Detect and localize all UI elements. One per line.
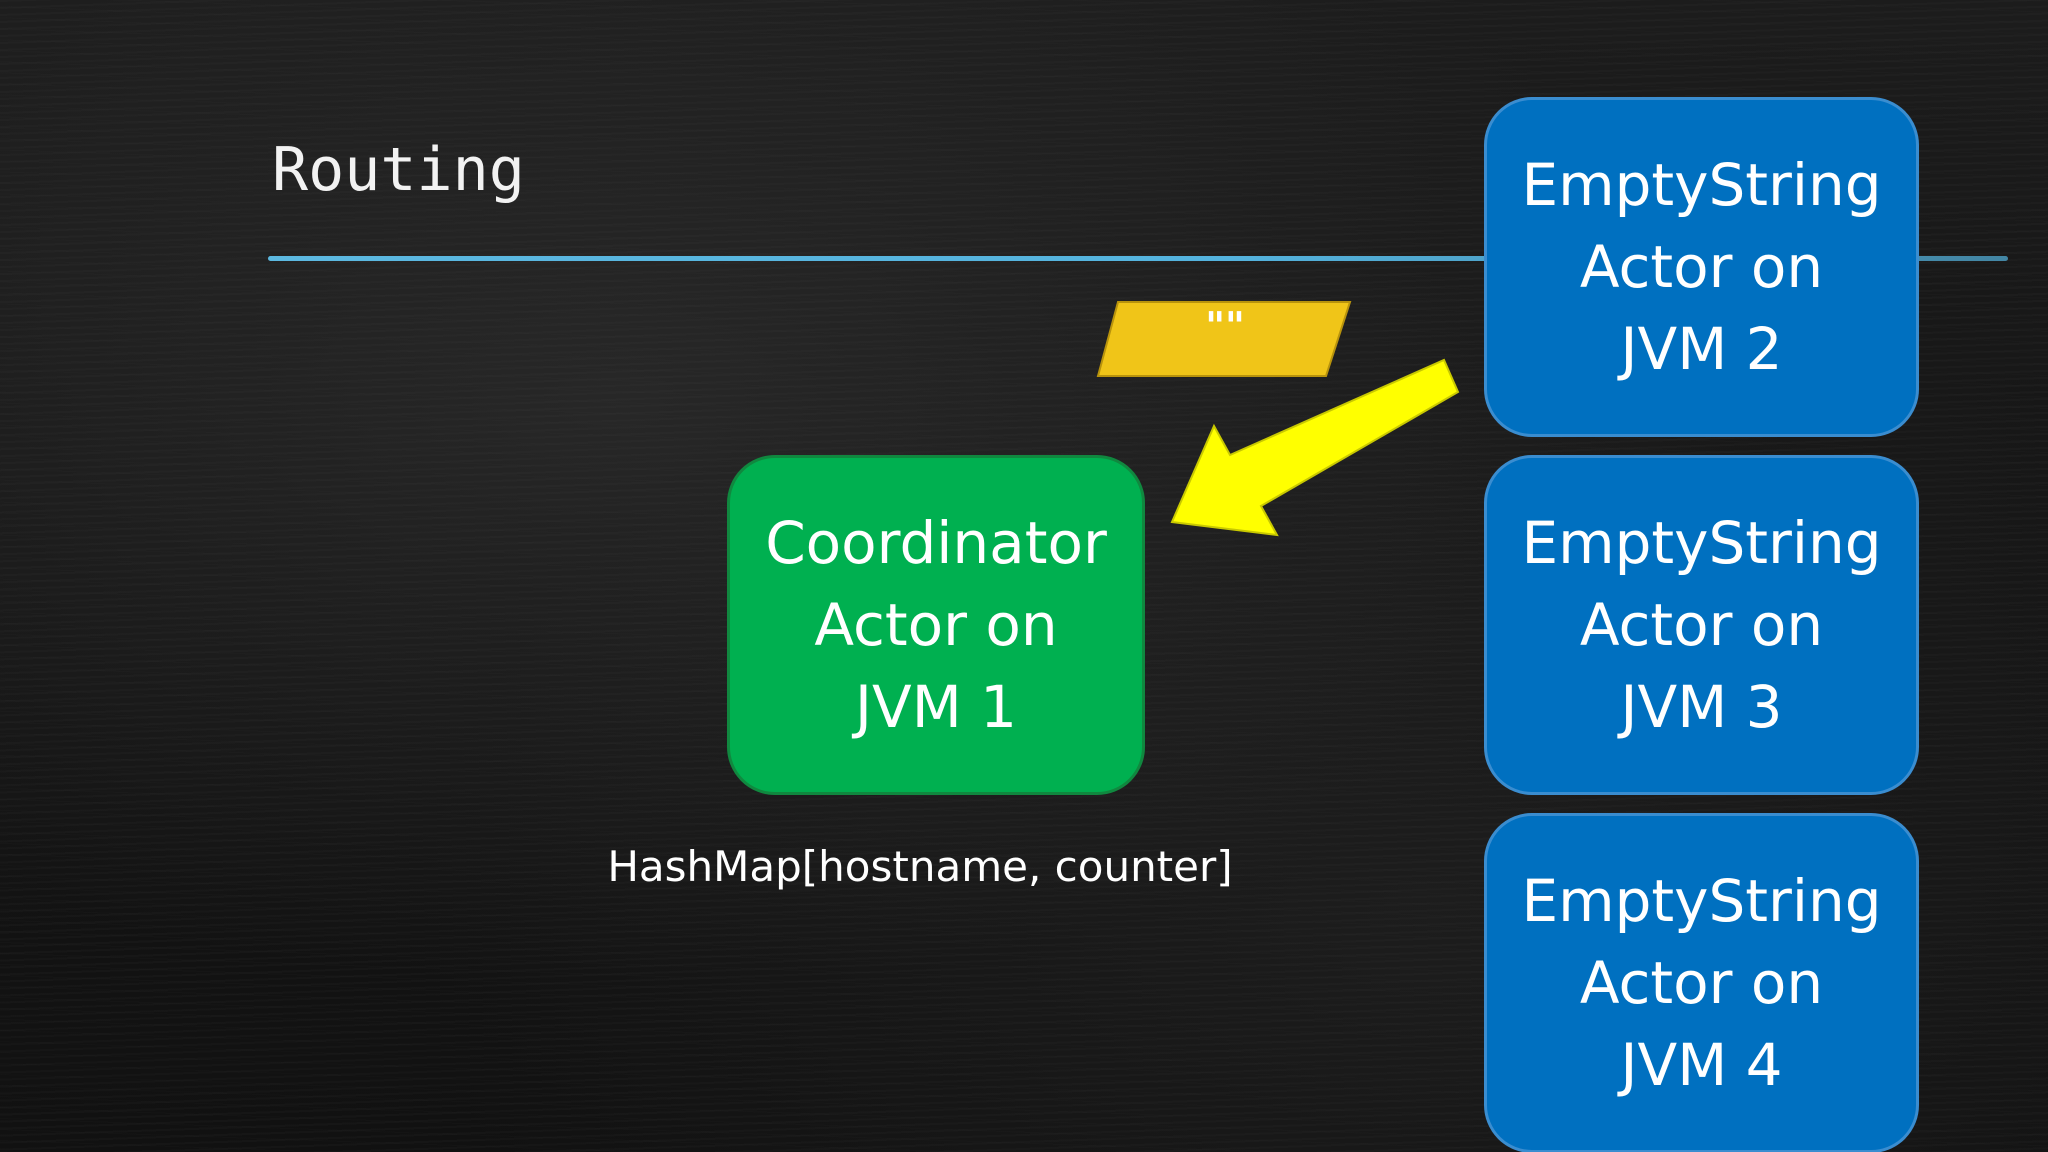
emptystring-actor-jvm2-box: EmptyString Actor on JVM 2 bbox=[1484, 97, 1919, 437]
hashmap-label: HashMap[hostname, counter] bbox=[607, 842, 1233, 891]
message-label: "" bbox=[1205, 304, 1245, 348]
slide-title: Routing bbox=[272, 135, 525, 205]
message-parallelogram bbox=[1096, 301, 1352, 377]
emptystring-actor-jvm4-box: EmptyString Actor on JVM 4 bbox=[1484, 813, 1919, 1152]
emptystring-actor-jvm3-box: EmptyString Actor on JVM 3 bbox=[1484, 455, 1919, 795]
coordinator-actor-box: Coordinator Actor on JVM 1 bbox=[727, 455, 1145, 795]
title-underline bbox=[268, 256, 2008, 261]
message-arrow bbox=[1170, 358, 1460, 537]
